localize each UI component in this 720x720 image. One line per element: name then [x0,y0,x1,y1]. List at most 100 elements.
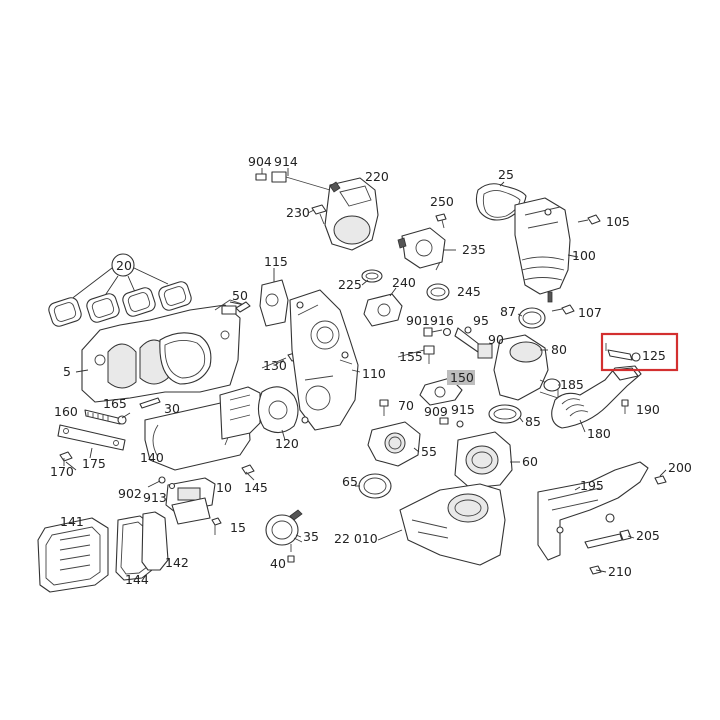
label-70[interactable]: 70 [398,398,414,413]
label-145[interactable]: 145 [244,480,268,495]
bolt-125[interactable] [605,343,641,362]
label-916[interactable]: 916 [430,313,454,328]
label-205[interactable]: 205 [636,528,660,543]
label-235[interactable]: 235 [462,242,486,257]
label-20[interactable]: 20 [116,258,132,273]
label-144[interactable]: 144 [125,572,149,587]
bolt-170[interactable] [59,451,73,466]
module-22010[interactable] [399,483,506,566]
bolt-904-914[interactable] [255,168,331,191]
label-65[interactable]: 65 [342,474,358,489]
label-909[interactable]: 909 [424,404,448,419]
label-904[interactable]: 904 [248,154,272,169]
label-10[interactable]: 10 [216,480,232,495]
label-250[interactable]: 250 [430,194,454,209]
bolt-70[interactable] [379,399,389,416]
screw-916[interactable] [442,327,452,337]
label-200[interactable]: 200 [668,460,692,475]
label-175[interactable]: 175 [82,456,106,471]
bolt-105[interactable] [577,214,601,225]
flange-240[interactable] [363,287,403,327]
label-40[interactable]: 40 [270,556,286,571]
label-30[interactable]: 30 [164,401,180,416]
rod-160-165[interactable] [84,409,127,425]
screw-902-913[interactable] [147,476,176,490]
pipe-80[interactable] [493,334,559,401]
label-60[interactable]: 60 [522,454,538,469]
ring-225[interactable] [361,269,383,283]
label-240[interactable]: 240 [392,275,416,290]
label-180[interactable]: 180 [587,426,611,441]
label-190[interactable]: 190 [636,402,660,417]
plate-142[interactable] [141,511,169,571]
screw-909-915[interactable] [439,417,464,428]
label-80[interactable]: 80 [551,342,567,357]
ring-87[interactable] [518,307,546,329]
label-105[interactable]: 105 [606,214,630,229]
gasket-120[interactable] [257,386,299,441]
group-gaskets-20[interactable] [47,253,193,328]
label-245[interactable]: 245 [457,284,481,299]
label-130[interactable]: 130 [263,358,287,373]
label-155[interactable]: 155 [399,349,423,364]
label-50[interactable]: 50 [232,288,248,303]
label-210[interactable]: 210 [608,564,632,579]
bolt-145[interactable] [241,464,255,481]
cover-141[interactable] [37,517,109,593]
label-185[interactable]: 185 [560,377,584,392]
label-107[interactable]: 107 [578,305,602,320]
label-125[interactable]: 125 [642,348,666,363]
bolt-250[interactable] [435,213,447,229]
bolt-107[interactable] [551,304,575,315]
valve-35[interactable] [265,509,303,546]
label-914[interactable]: 914 [274,154,298,169]
label-142[interactable]: 142 [165,555,189,570]
label-22010[interactable]: 22 010 [334,531,378,546]
screw-901[interactable] [423,327,443,337]
valve-10[interactable] [165,477,216,525]
sensor-90-95[interactable] [454,326,493,359]
label-140[interactable]: 140 [140,450,164,465]
label-95[interactable]: 95 [473,313,489,328]
intake-manifold-5[interactable] [81,299,246,403]
label-165[interactable]: 165 [103,396,127,411]
label-100[interactable]: 100 [572,248,596,263]
pin-30[interactable] [139,397,161,409]
label-220[interactable]: 220 [365,169,389,184]
gasket-115[interactable] [259,268,289,327]
label-230[interactable]: 230 [286,205,310,220]
bolt-50[interactable] [221,301,251,315]
label-170[interactable]: 170 [50,464,74,479]
label-5[interactable]: 5 [63,364,71,379]
label-141[interactable]: 141 [60,514,84,529]
label-87[interactable]: 87 [500,304,516,319]
label-55[interactable]: 55 [421,444,437,459]
label-150[interactable]: 150 [450,370,474,385]
bolt-190[interactable] [621,399,629,414]
flange-55[interactable] [367,421,421,467]
bolt-15[interactable] [211,517,222,535]
bolt-210[interactable] [589,565,602,575]
label-25[interactable]: 25 [498,167,514,182]
pipe-180[interactable] [551,365,642,429]
pipe-100[interactable] [514,197,571,303]
label-15[interactable]: 15 [230,520,246,535]
label-225[interactable]: 225 [338,277,362,292]
bolt-230[interactable] [311,204,327,225]
label-913[interactable]: 913 [143,490,167,505]
bolt-40[interactable] [287,544,295,563]
label-90[interactable]: 90 [488,332,504,347]
strap-175[interactable] [57,424,126,451]
actuator-235[interactable] [397,227,446,271]
label-915[interactable]: 915 [451,402,475,417]
throttle-220[interactable] [324,177,379,251]
label-85[interactable]: 85 [525,414,541,429]
bracket-195[interactable] [537,461,649,561]
label-901[interactable]: 901 [406,313,430,328]
label-195[interactable]: 195 [580,478,604,493]
label-160[interactable]: 160 [54,404,78,419]
bolt-205[interactable] [584,529,632,549]
label-120[interactable]: 120 [275,436,299,451]
egr-cooler-140[interactable] [144,386,261,471]
label-110[interactable]: 110 [362,366,386,381]
